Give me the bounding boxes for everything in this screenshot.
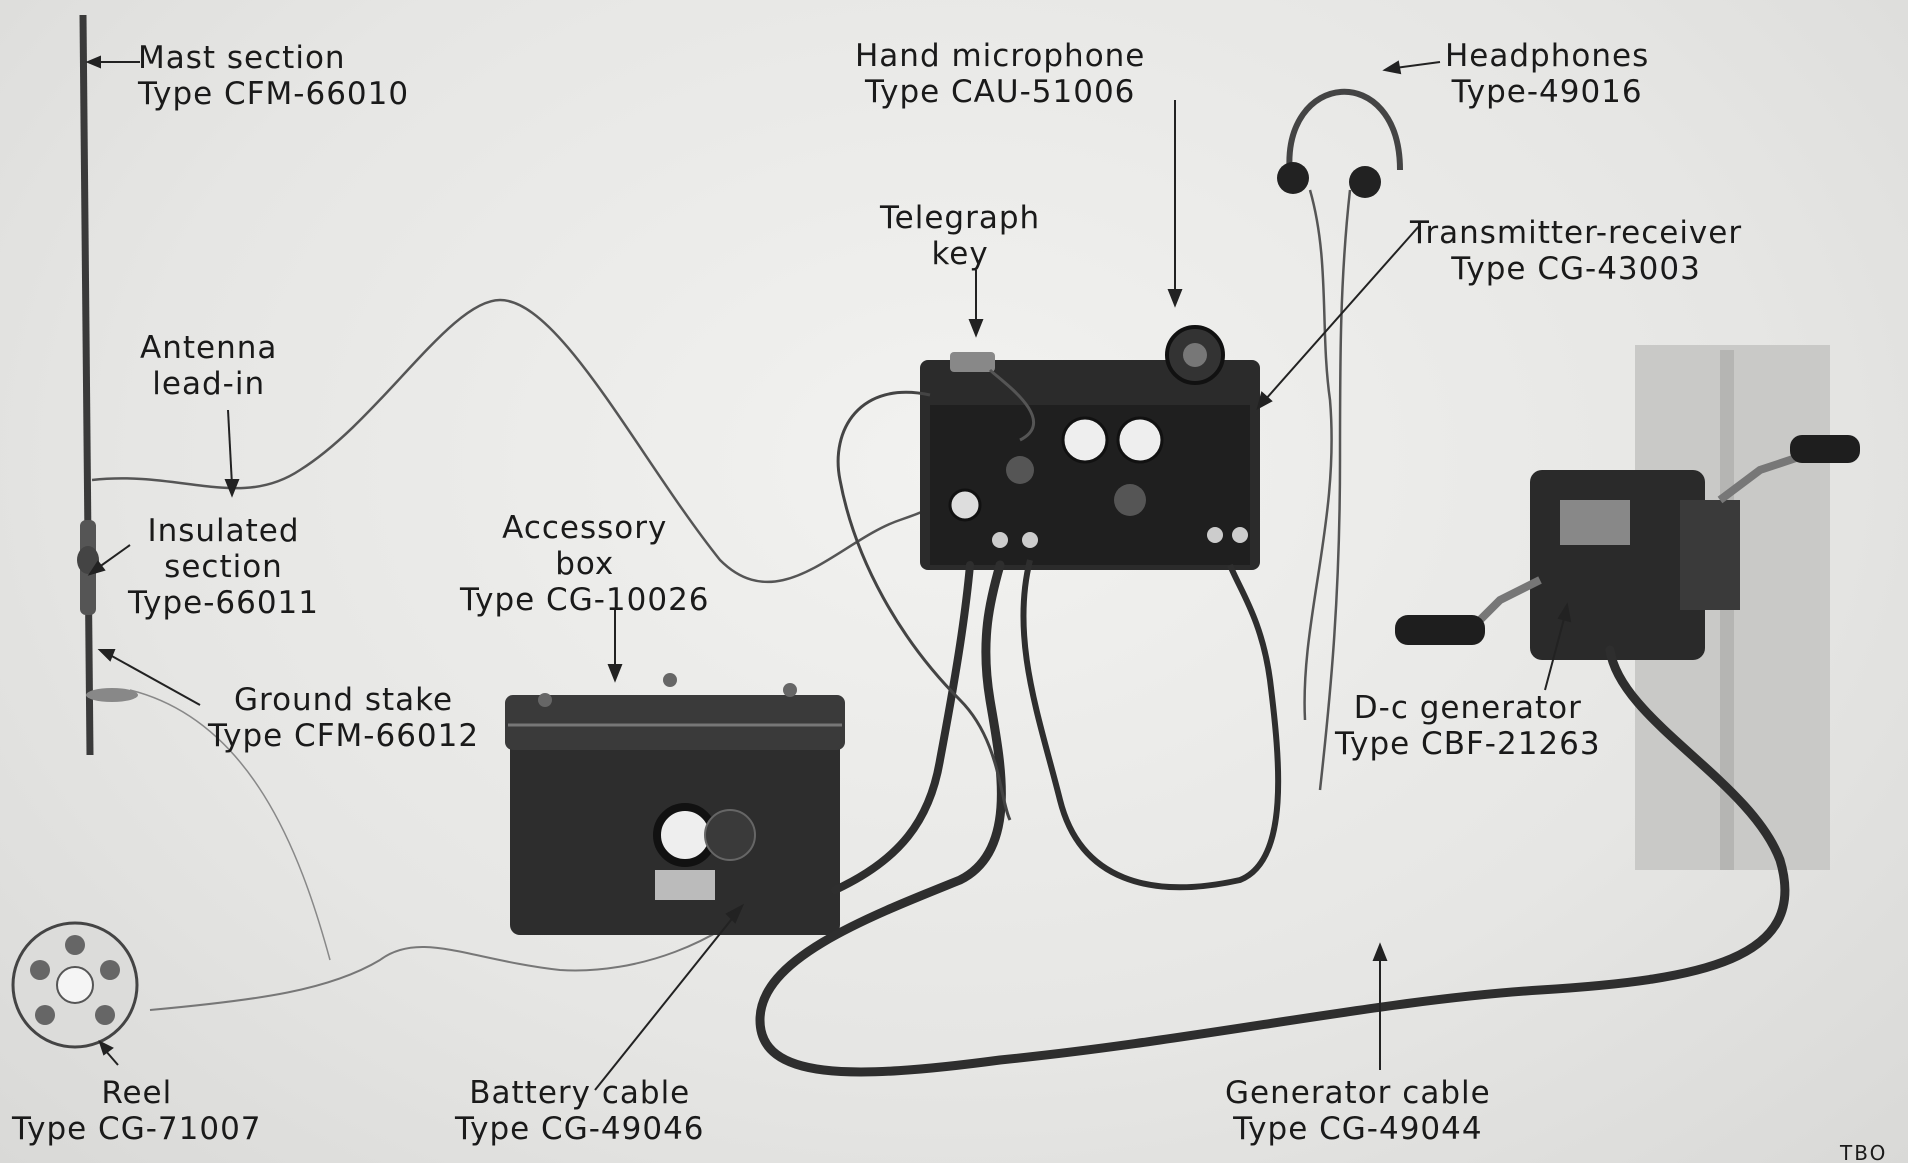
generator-cable [755,560,1790,1077]
reel-label: Reel Type CG-71007 [12,1075,262,1147]
ground-stake-label: Ground stake Type CFM-66012 [208,682,480,754]
figure-code: TBO [1840,1141,1888,1163]
generator-cable-label: Generator cable Type CG-49044 [1225,1075,1491,1147]
reel-wire [149,899,761,1011]
telegraph-key-label: Telegraph key [880,200,1041,272]
mast-section-label: Mast section Type CFM-66010 [138,40,410,112]
hand-microphone-label: Hand microphone Type CAU-51006 [855,38,1146,110]
headphones-label: Headphones Type-49016 [1445,38,1650,110]
headphones [1277,88,1403,791]
pointer-lines [85,55,1572,1091]
insulated-section-label: Insulated section Type-66011 [128,513,320,621]
antenna-lead-in-label: Antenna lead-in [140,330,278,402]
transmitter-receiver [920,325,1260,570]
transmitter-receiver-label: Transmitter-receiver Type CG-43003 [1410,215,1743,287]
accessory-box-label: Accessory box Type CG-10026 [460,510,710,618]
antenna-lead-in-wire [91,298,1031,584]
accessory-box [505,673,845,935]
reel [11,921,139,1049]
battery-cable [831,561,974,894]
mast-section [77,14,138,756]
dc-generator-label: D-c generator Type CBF-21263 [1335,690,1601,762]
battery-cable-label: Battery cable Type CG-49046 [455,1075,705,1147]
dc-generator [1395,435,1860,660]
